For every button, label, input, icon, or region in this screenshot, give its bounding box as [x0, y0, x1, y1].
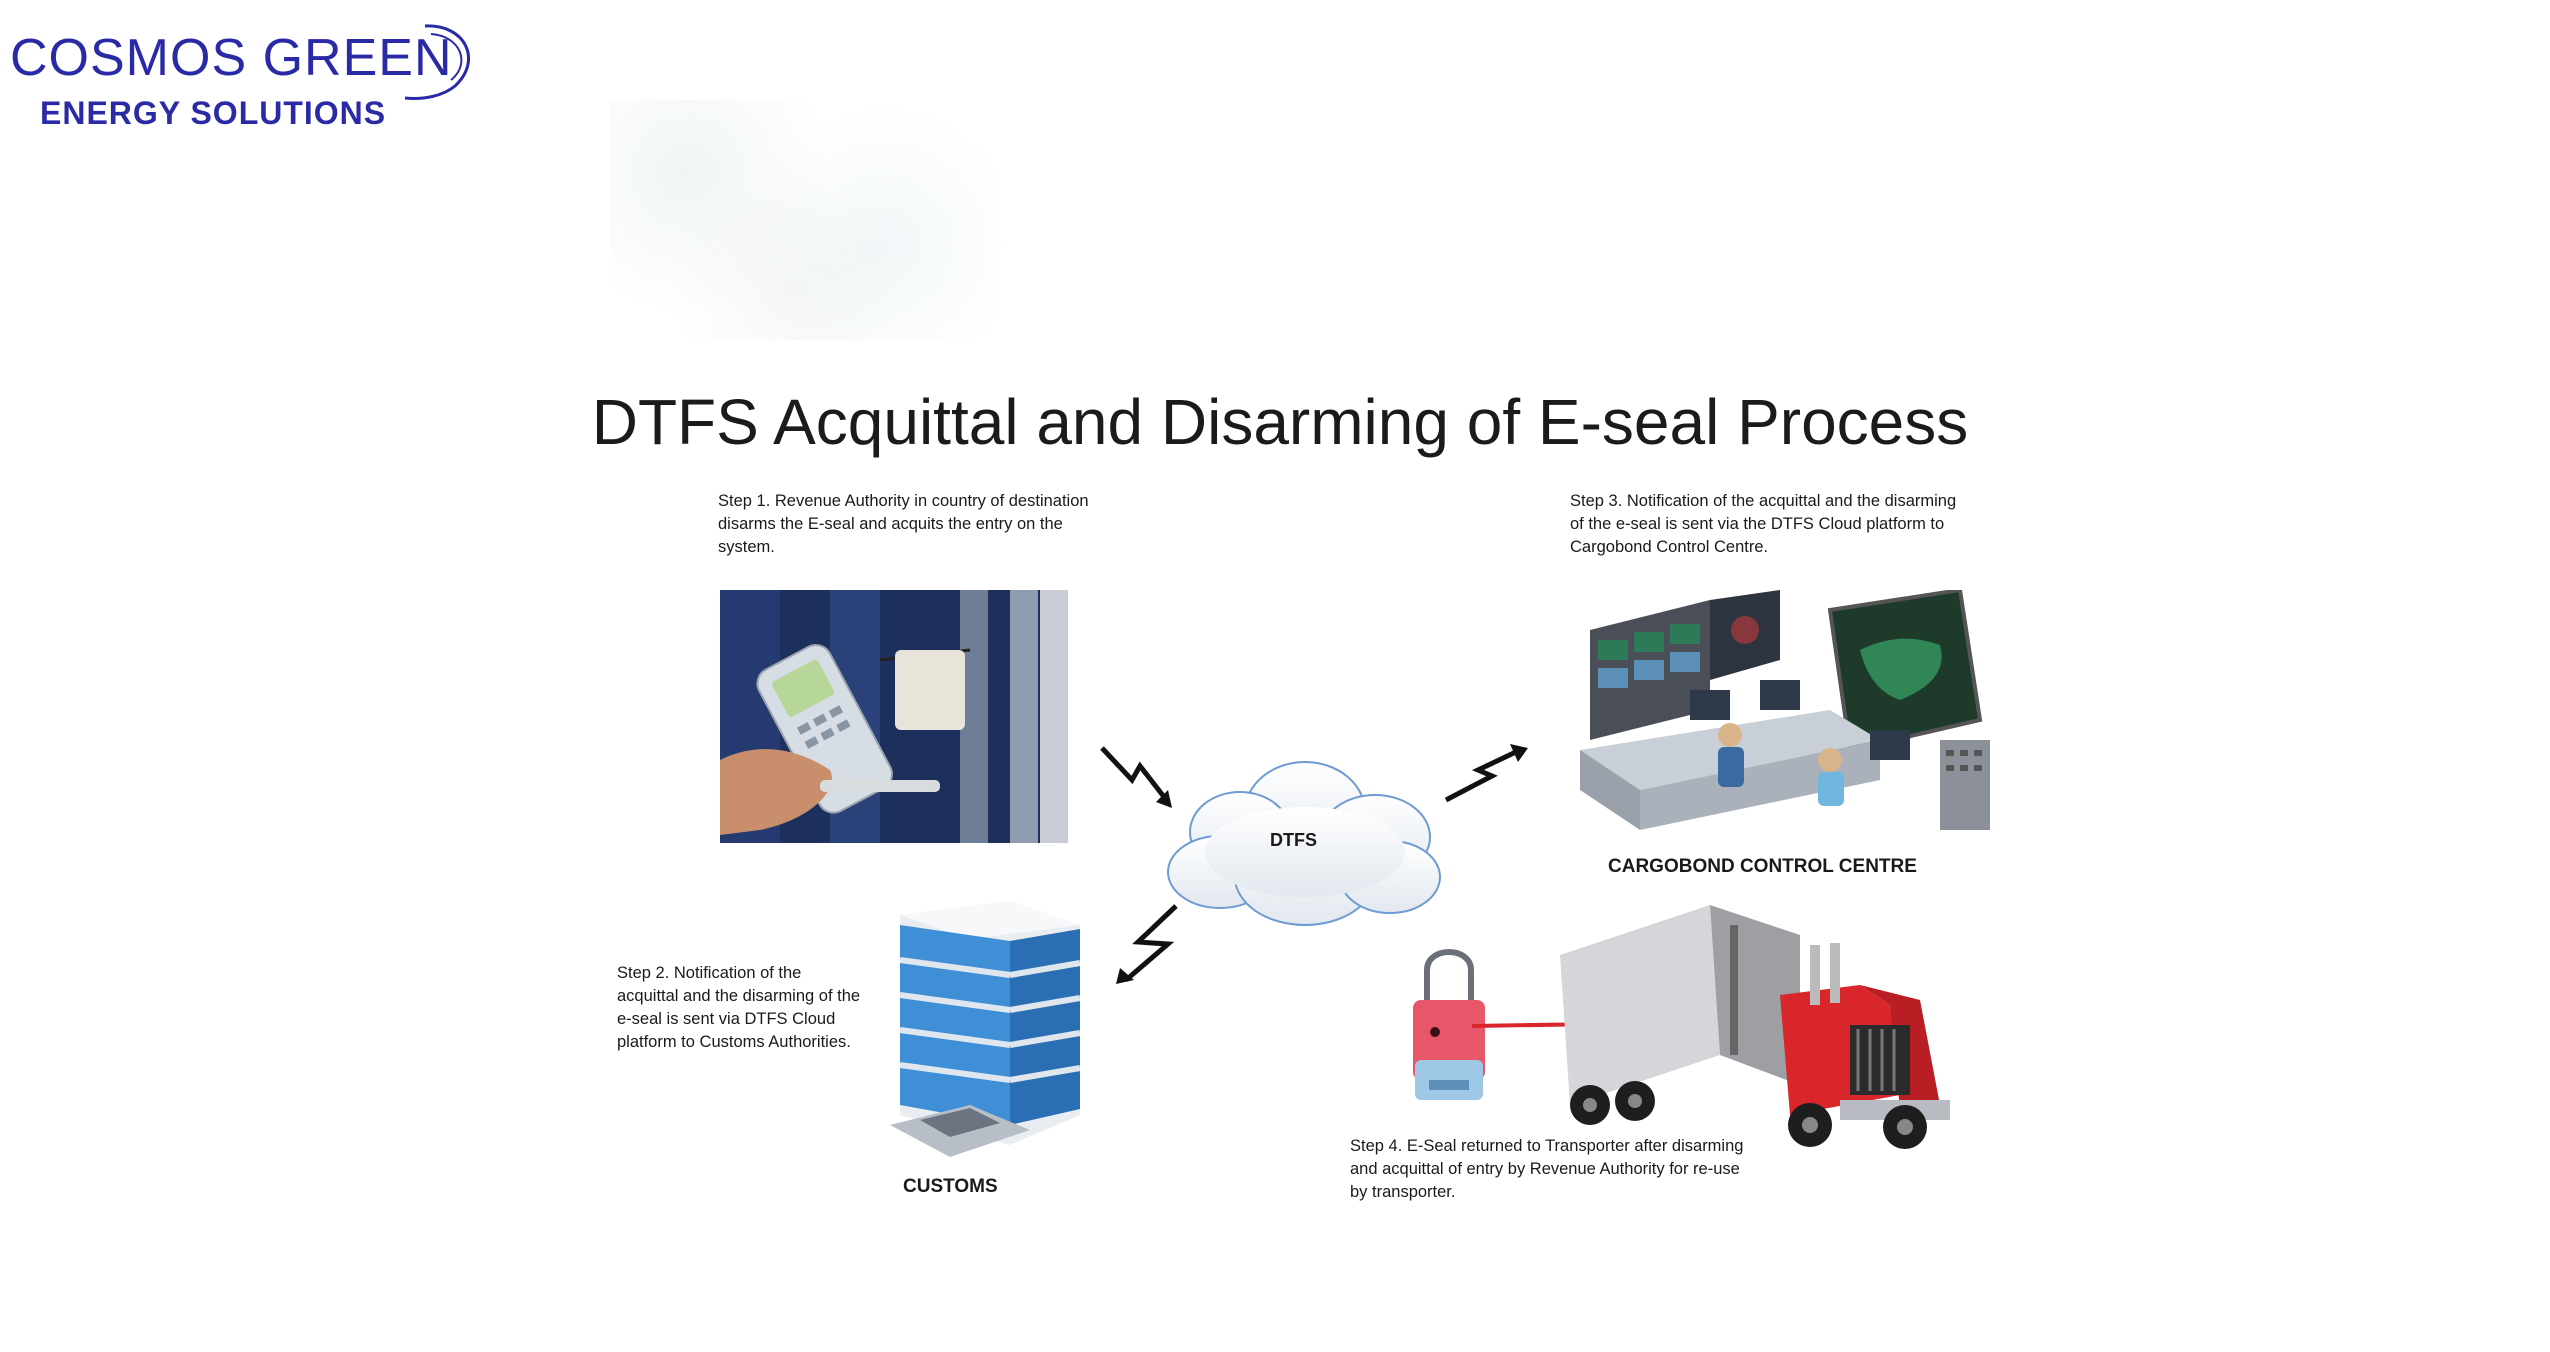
- signal-bolt-icon-1: [1100, 746, 1172, 808]
- customs-building-illustration: [890, 901, 1081, 1157]
- signal-bolt-icon-2: [1444, 744, 1528, 803]
- logo-tagline: ENERGY SOLUTIONS: [40, 95, 387, 131]
- customs-label: CUSTOMS: [903, 1176, 998, 1197]
- step4-text: Step 4. E-Seal returned to Transporter a…: [1350, 1137, 1744, 1201]
- control-centre-label: CARGOBOND CONTROL CENTRE: [1608, 856, 1917, 877]
- transporter-truck-illustration: [1560, 905, 1950, 1149]
- page-title: DTFS Acquittal and Disarming of E-seal P…: [591, 386, 1969, 458]
- control-centre-illustration: [1580, 590, 1990, 830]
- step2-text: Step 2. Notification of the acquittal an…: [617, 964, 861, 1051]
- faint-background-patch: [610, 100, 1000, 340]
- step3-text: Step 3. Notification of the acquittal an…: [1570, 492, 1957, 556]
- eseal-device-icon: [1413, 949, 1485, 1100]
- dtfs-cloud-icon: [1167, 761, 1441, 926]
- logo-swoosh-icon: [404, 24, 470, 100]
- cloud-label: DTFS: [1270, 830, 1317, 850]
- signal-bolt-icon-3: [1116, 904, 1178, 984]
- eseal-scanner-photo: [720, 590, 1068, 843]
- step1-text: Step 1. Revenue Authority in country of …: [718, 492, 1089, 556]
- logo-wordmark: COSMOS GREEN: [10, 29, 453, 87]
